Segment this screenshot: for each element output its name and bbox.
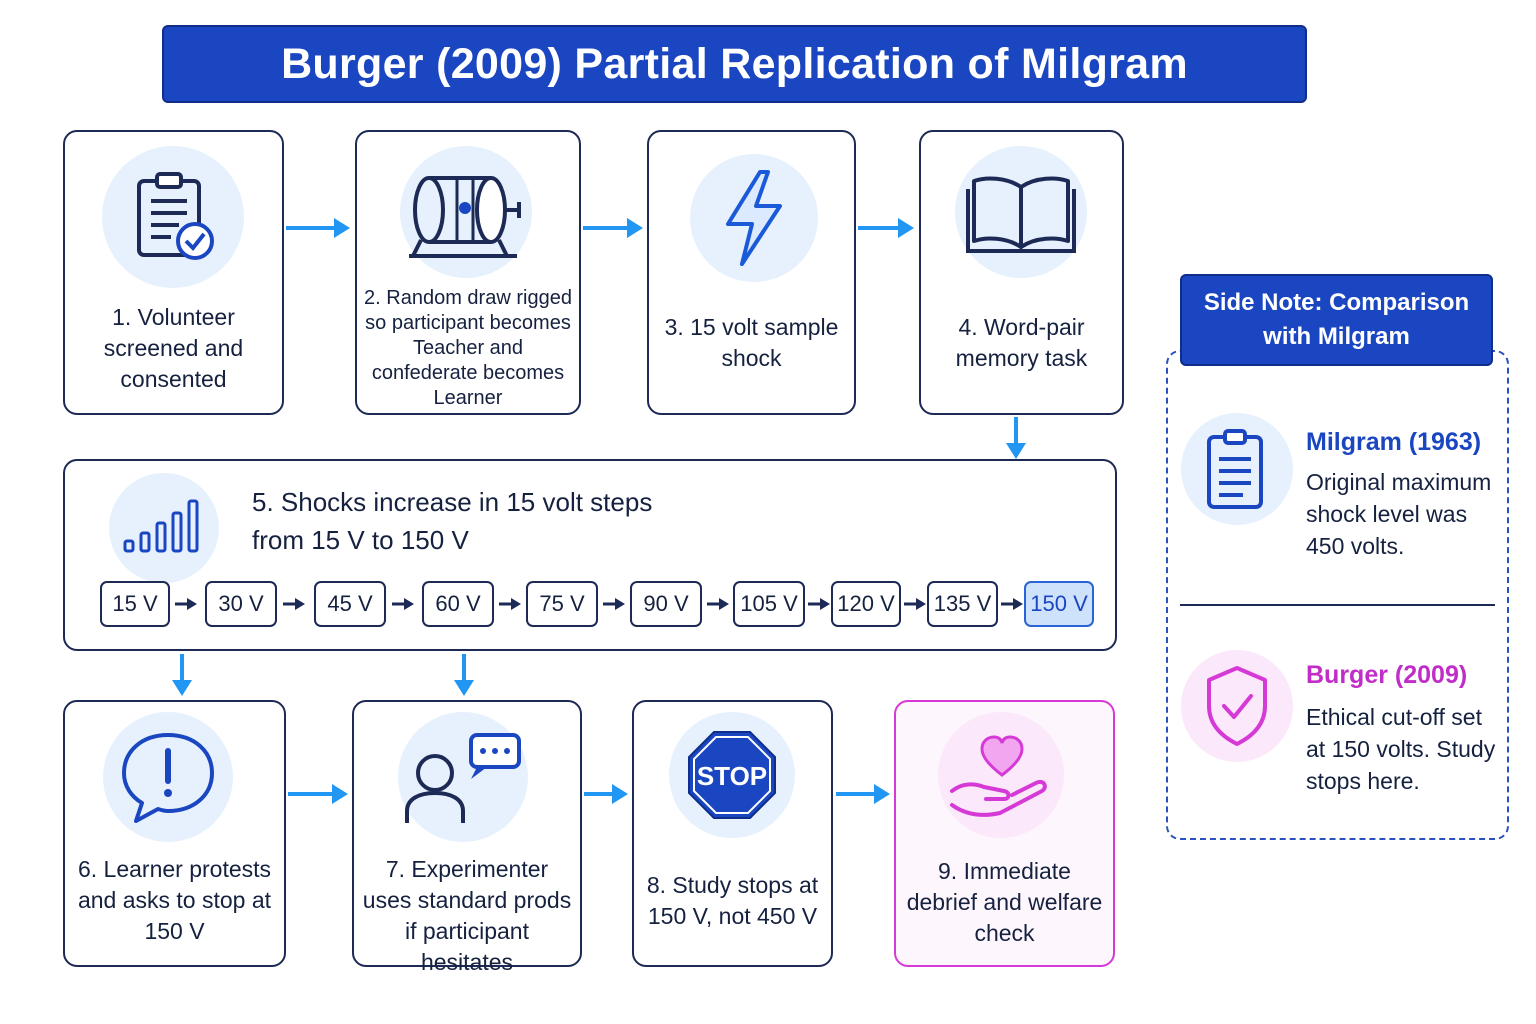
milgram-body: Original maximum shock level was 450 vol… (1306, 469, 1492, 559)
step-4-card: 4. Word-pair memory task (919, 130, 1124, 415)
voltage-arrow (603, 598, 625, 610)
step-3-label: 3. 15 volt sample shock (664, 314, 839, 371)
arrow-7-8 (584, 784, 628, 804)
arrow-3-4 (858, 218, 914, 238)
step-6-card: 6. Learner protests and asks to stop at … (63, 700, 286, 967)
voltage-arrow (283, 598, 305, 610)
step-2-label: 2. Random draw rigged so participant bec… (364, 287, 572, 409)
arrow-6-7 (288, 784, 348, 804)
step-1-card: 1. Volunteer screened and consented (63, 130, 284, 415)
step-4-label: 4. Word-pair memory task (955, 314, 1088, 371)
icon-circle (398, 712, 528, 842)
clipboard-check-icon (137, 172, 214, 260)
voltage-box: 105 V (733, 581, 805, 627)
step-9-label: 9. Immediate debrief and welfare check (906, 858, 1103, 946)
voltage-arrow (808, 598, 830, 610)
exclamation-speech-icon (122, 733, 214, 823)
voltage-box: 30 V (205, 581, 277, 627)
icon-circle: STOP (669, 712, 795, 838)
title-banner: Burger (2009) Partial Replication of Mil… (162, 25, 1307, 103)
clipboard-icon (1181, 413, 1293, 525)
step-9-card: 9. Immediate debrief and welfare check (894, 700, 1115, 967)
icon-circle (690, 154, 818, 282)
step-3-card: 3. 15 volt sample shock (647, 130, 856, 415)
step-6-label: 6. Learner protests and asks to stop at … (77, 856, 272, 944)
voltage-box: 45 V (314, 581, 386, 627)
voltage-arrow (392, 598, 414, 610)
arrow-1-2 (286, 218, 350, 238)
step-5-line-1: 5. Shocks increase in 15 volt steps (252, 487, 653, 517)
burger-title: Burger (2009) (1306, 661, 1468, 689)
arrow-4-5 (1006, 417, 1026, 459)
step-2-card: 2. Random draw rigged so participant bec… (355, 130, 581, 415)
burger-body: Ethical cut-off set at 150 volts. Study … (1306, 704, 1496, 794)
stop-sign-icon: STOP (688, 731, 776, 819)
arrow-5-6 (172, 654, 192, 696)
icon-circle (938, 712, 1064, 838)
voltage-arrow (499, 598, 521, 610)
voltage-box: 60 V (422, 581, 494, 627)
person-speech-icon (405, 733, 521, 823)
stop-sign-text: STOP (697, 761, 767, 791)
step-5-card: 5. Shocks increase in 15 volt steps from… (63, 459, 1117, 651)
open-book-icon (966, 176, 1076, 253)
step-8-label: 8. Study stops at 150 V, not 450 V (646, 872, 819, 929)
heart-hand-icon (950, 735, 1047, 817)
voltage-box: 75 V (526, 581, 598, 627)
signal-bars-icon (109, 473, 219, 583)
voltage-arrow (1001, 598, 1023, 610)
step-5-text: 5. Shocks increase in 15 volt steps from… (252, 483, 652, 559)
step-7-card: 7. Experimenter uses standard prods if p… (352, 700, 582, 975)
arrow-8-9 (836, 784, 890, 804)
arrow-2-3 (583, 218, 643, 238)
side-note-divider (1180, 604, 1495, 606)
voltage-box: 15 V (100, 581, 170, 627)
icon-circle (103, 712, 233, 842)
milgram-title: Milgram (1963) (1306, 428, 1482, 456)
voltage-box: 90 V (630, 581, 702, 627)
voltage-arrow (707, 598, 729, 610)
voltage-box-final: 150 V (1024, 581, 1094, 627)
drum-lottery-icon (409, 176, 521, 258)
shield-check-icon (1181, 650, 1293, 762)
voltage-box: 120 V (831, 581, 901, 627)
step-1-label: 1. Volunteer screened and consented (103, 304, 244, 392)
step-8-card: STOP 8. Study stops at 150 V, not 450 V (632, 700, 833, 967)
page-title: Burger (2009) Partial Replication of Mil… (281, 39, 1188, 88)
lightning-icon (726, 170, 782, 266)
voltage-box: 135 V (927, 581, 998, 627)
voltage-arrow (904, 598, 926, 610)
step-5-line-2: from 15 V to 150 V (252, 525, 469, 555)
side-note-header: Side Note: Comparison with Milgram (1180, 274, 1493, 366)
arrow-5-7 (454, 654, 474, 696)
icon-circle (102, 146, 244, 288)
voltage-arrow (175, 598, 197, 610)
icon-circle (955, 146, 1087, 278)
icon-circle (400, 146, 532, 278)
step-7-label: 7. Experimenter uses standard prods if p… (362, 856, 572, 975)
